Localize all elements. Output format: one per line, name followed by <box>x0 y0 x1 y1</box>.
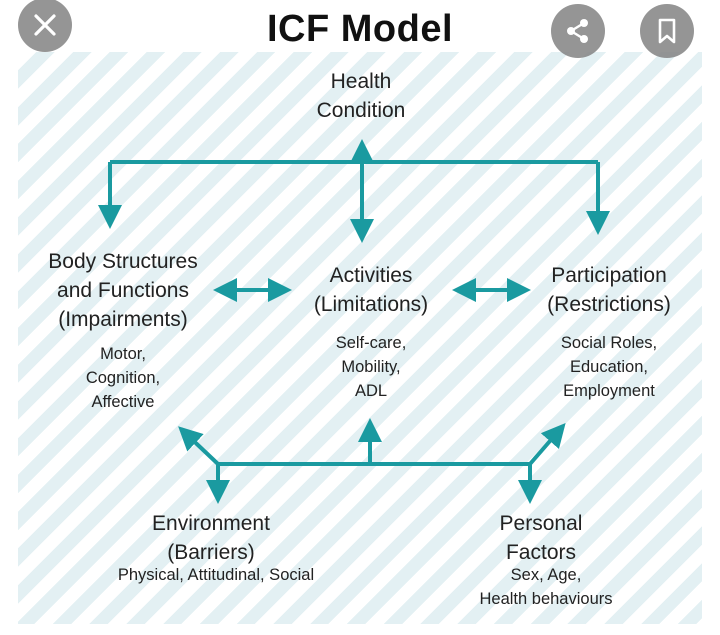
activities-line: (Limitations) <box>313 293 429 316</box>
body-structures-item: Cognition, <box>85 369 161 387</box>
personal-factors-item: Sex, Age, <box>510 566 582 584</box>
personal-factors-item: Health behaviours <box>479 590 613 608</box>
personal-factors-title: Personal Factors <box>441 509 641 567</box>
arrow-diagonal-to-body <box>178 426 220 466</box>
environment-title: Environment (Barriers) <box>111 509 311 567</box>
health-condition-line: Health <box>330 70 392 93</box>
health-condition-line: Condition <box>316 99 406 122</box>
body-structures-items: Motor, Cognition, Affective <box>53 342 193 414</box>
activities-item: Self-care, <box>335 334 407 352</box>
share-icon <box>567 19 588 43</box>
body-structures-line: Body Structures <box>48 250 198 273</box>
personal-factors-line: Personal <box>499 512 583 535</box>
participation-line: (Restrictions) <box>547 293 671 316</box>
participation-item: Education, <box>570 358 648 376</box>
close-button[interactable] <box>18 0 72 52</box>
activities-item: ADL <box>354 382 388 400</box>
activities-item: Mobility, <box>341 358 401 376</box>
body-structures-line: (Impairments) <box>58 308 188 331</box>
health-condition-title: Health Condition <box>261 67 461 125</box>
close-icon <box>34 14 56 36</box>
bookmark-icon <box>658 18 676 44</box>
environment-line: (Barriers) <box>167 541 255 564</box>
arrow-diagonal-to-participation <box>528 422 566 466</box>
body-structures-item: Motor, <box>100 345 146 363</box>
participation-item: Employment <box>563 382 655 400</box>
activities-title: Activities (Limitations) <box>271 261 471 319</box>
environment-items: Physical, Attitudinal, Social <box>86 563 346 587</box>
bookmark-button[interactable] <box>640 4 694 58</box>
participation-item: Social Roles, <box>560 334 658 352</box>
personal-factors-line: Factors <box>505 541 576 564</box>
share-button[interactable] <box>551 4 605 58</box>
activities-items: Self-care, Mobility, ADL <box>301 331 441 403</box>
page-title: ICF Model <box>266 8 454 50</box>
participation-items: Social Roles, Education, Employment <box>529 331 689 403</box>
body-structures-line: and Functions <box>57 279 189 302</box>
activities-line: Activities <box>329 264 413 287</box>
participation-line: Participation <box>551 264 667 287</box>
environment-item: Physical, Attitudinal, Social <box>117 566 315 584</box>
body-structures-title: Body Structures and Functions (Impairmen… <box>23 247 223 334</box>
participation-title: Participation (Restrictions) <box>509 261 709 319</box>
body-structures-item: Affective <box>91 393 155 411</box>
environment-line: Environment <box>152 512 270 535</box>
personal-factors-items: Sex, Age, Health behaviours <box>446 563 646 611</box>
